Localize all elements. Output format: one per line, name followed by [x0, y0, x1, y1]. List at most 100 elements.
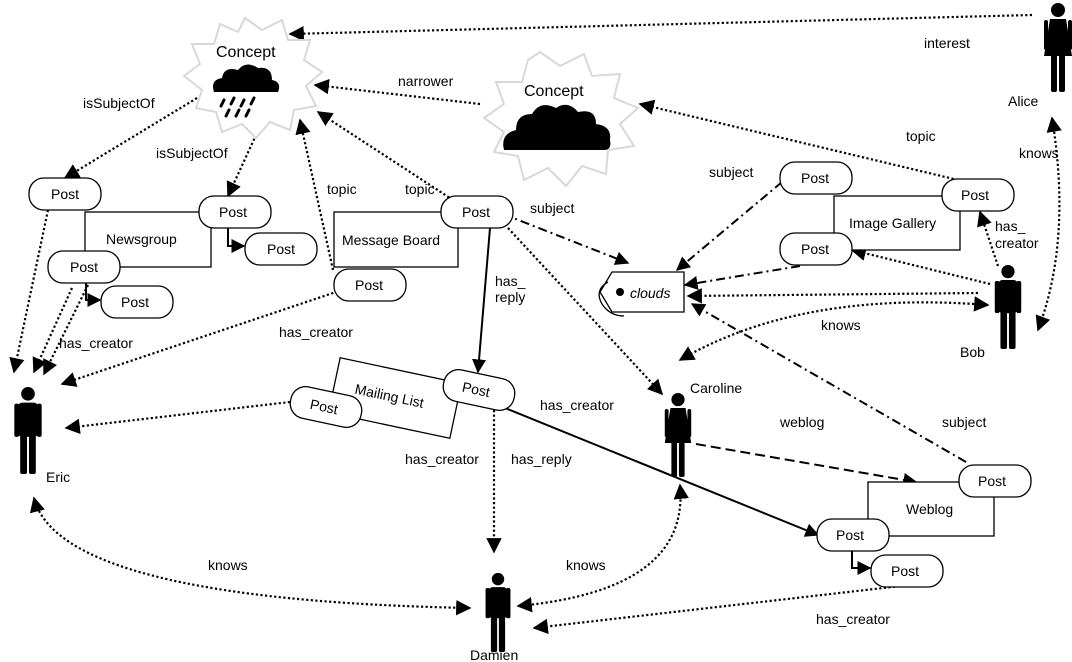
reply-connector-2 [85, 283, 102, 307]
label-subject-2: subject [709, 164, 753, 180]
post-board-2[interactable]: Post [333, 268, 407, 302]
post-gallery-1[interactable]: Post [779, 161, 853, 195]
post-board-1[interactable]: Post [440, 195, 514, 229]
label-topic-2: topic [405, 181, 435, 197]
edge-bob-clouds [686, 288, 979, 304]
svg-text:Post: Post [461, 379, 492, 400]
label-has-creator-newsgroup: has_creator [59, 335, 133, 351]
label-subject-1: subject [530, 200, 574, 216]
svg-text:Post: Post [801, 170, 829, 186]
edge-has-creator-caroline [507, 227, 664, 396]
label-knows-eric-damien: knows [208, 557, 248, 573]
clouds-tag[interactable]: clouds [598, 271, 685, 317]
edge-knows-alice-bob [1035, 116, 1062, 332]
svg-text:Post: Post [70, 259, 98, 275]
svg-text:Post: Post [836, 527, 864, 543]
label-topic-1: topic [327, 181, 357, 197]
edge-interest [288, 13, 1033, 42]
clouds-tag-label: clouds [630, 285, 670, 301]
edge-board-post-eric [60, 288, 343, 387]
edge-knows-eric-damien [29, 496, 472, 616]
tag-icon [616, 288, 624, 296]
svg-text:Post: Post [891, 563, 919, 579]
post-gallery-2[interactable]: Post [941, 178, 1015, 212]
rain-cloud-icon [213, 64, 280, 118]
svg-text:Post: Post [267, 241, 295, 257]
label-subject-3: subject [942, 414, 986, 430]
person-damien-label: Damien [470, 647, 518, 662]
label-narrower: narrower [398, 73, 454, 89]
post-gallery-3[interactable]: Post [779, 232, 853, 266]
edge-has-reply-2 [504, 407, 820, 537]
post-mailing-2[interactable]: Post [287, 384, 364, 430]
edge-narrower [313, 78, 481, 106]
person-caroline[interactable]: Caroline [664, 380, 743, 477]
label-has-reply-1a: has_ [495, 273, 526, 289]
concept-large: Concept [482, 50, 640, 188]
mailing-list-container: Mailing List [327, 356, 463, 440]
edge-subject-weblog [690, 303, 967, 463]
edges [9, 13, 1062, 635]
post-weblog-3[interactable]: Post [870, 554, 944, 588]
image-gallery-container: Image Gallery [833, 195, 961, 251]
svg-text:Post: Post [961, 187, 989, 203]
weblog-label: Weblog [906, 501, 953, 517]
label-topic-3: topic [906, 128, 936, 144]
svg-text:Post: Post [51, 186, 79, 202]
post-newsgroup-2[interactable]: Post [198, 195, 272, 229]
edge-subject-gallery-1 [675, 181, 783, 271]
label-is-subject-of-2: isSubjectOf [156, 145, 228, 161]
label-weblog: weblog [779, 414, 824, 430]
post-newsgroup-1[interactable]: Post [28, 177, 102, 211]
svg-text:Post: Post [462, 204, 490, 220]
message-board-label: Message Board [342, 232, 440, 248]
label-has-creator-damien: has_creator [405, 451, 479, 467]
edge-topic-gallery [638, 99, 959, 182]
edge-newsgroup-post-eric-2 [32, 287, 74, 374]
label-interest: interest [924, 35, 970, 51]
edge-topic-board-2 [316, 111, 454, 201]
person-eric[interactable]: Eric [14, 386, 70, 485]
concept-large-label: Concept [524, 83, 584, 100]
label-has-creator-bob-1: has_ [995, 218, 1026, 234]
label-has-creator-board: has_creator [279, 324, 353, 340]
concept-small-label: Concept [216, 44, 276, 61]
svg-text:Post: Post [355, 277, 383, 293]
newsgroup-label: Newsgroup [106, 231, 177, 247]
label-has-creator-weblog: has_creator [816, 611, 890, 627]
cloud-icon [503, 104, 611, 150]
post-newsgroup-4[interactable]: Post [47, 250, 121, 284]
svg-text:Post: Post [121, 294, 149, 310]
post-mailing-1[interactable]: Post [440, 367, 517, 413]
label-has-reply-2: has_reply [511, 451, 572, 467]
label-knows-damien-caroline: knows [566, 557, 606, 573]
person-alice-label: Alice [1008, 93, 1039, 109]
person-alice[interactable]: Alice [1008, 3, 1072, 109]
svg-text:Post: Post [219, 204, 247, 220]
edge-newsgroup-post-eric-1 [9, 209, 50, 374]
message-board-container: Message Board [333, 211, 459, 268]
edge-labels: interest narrower isSubjectOf isSubjectO… [59, 35, 1059, 627]
post-newsgroup-5[interactable]: Post [100, 285, 174, 319]
edge-mailing-post-eric [64, 400, 291, 435]
label-knows-bob-caroline: knows [821, 317, 861, 333]
edge-has-reply-1 [472, 227, 491, 374]
person-damien[interactable]: Damien [470, 572, 518, 662]
label-has-creator-caroline: has_creator [540, 397, 614, 413]
edge-has-creator-bob-1 [977, 210, 1000, 267]
label-knows-alice-bob: knows [1019, 145, 1059, 161]
edge-knows-bob-caroline [678, 296, 990, 361]
label-has-creator-bob-2: creator [995, 235, 1039, 251]
svg-text:Post: Post [978, 473, 1006, 489]
svg-text:Post: Post [309, 396, 340, 417]
post-weblog-2[interactable]: Post [816, 518, 890, 552]
person-bob[interactable]: Bob [960, 264, 1022, 360]
reply-connector-1 [227, 228, 246, 253]
concept-small: Concept [182, 16, 324, 140]
edge-subject-board [502, 213, 630, 265]
post-newsgroup-3[interactable]: Post [244, 232, 318, 266]
label-is-subject-of-1: isSubjectOf [83, 95, 155, 111]
person-bob-label: Bob [960, 344, 985, 360]
post-weblog-1[interactable]: Post [958, 464, 1032, 498]
